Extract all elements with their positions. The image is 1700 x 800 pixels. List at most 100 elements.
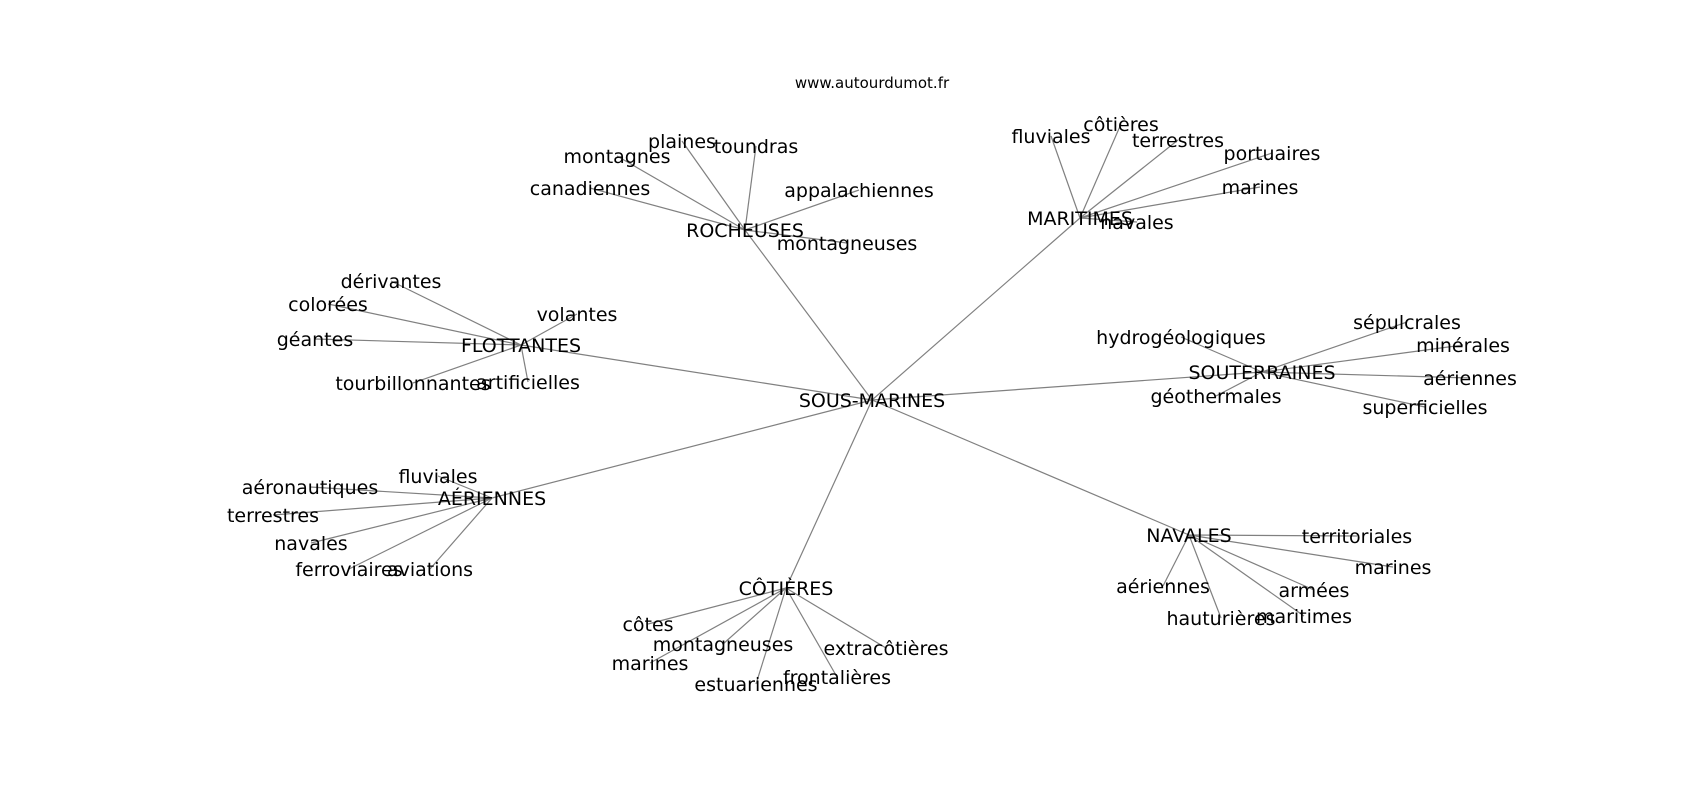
edge-souterraines-leaf (1261, 321, 1408, 373)
leaf-node[interactable]: aéronautiques (242, 477, 379, 499)
edge-maritimes-leaf (1079, 152, 1273, 219)
leaf-node[interactable]: colorées (288, 294, 368, 316)
leaf-node[interactable]: montagneuses (653, 634, 794, 656)
leaf-node[interactable]: aériennes (1423, 368, 1517, 390)
edge-center-navales (871, 399, 1190, 536)
leaf-node[interactable]: ferroviaires (295, 559, 402, 581)
edge-rocheuses-leaf (744, 145, 757, 231)
edge-center-cotieres (785, 399, 873, 589)
edge-maritimes-leaf (1079, 139, 1179, 219)
leaf-node[interactable]: territoriales (1302, 526, 1412, 548)
edge-maritimes-leaf (1079, 186, 1261, 219)
leaf-node[interactable]: appalachiennes (784, 180, 933, 202)
edge-rocheuses-leaf (681, 140, 746, 231)
cluster-node-maritimes[interactable]: MARITIMES (1027, 208, 1133, 230)
cluster-node-cotieres[interactable]: CÔTIÈRES (739, 576, 834, 600)
edge-aeriennes-leaf (309, 486, 493, 499)
edge-cotieres-leaf (649, 587, 787, 664)
leaf-node[interactable]: hauturières (1167, 608, 1276, 630)
edge-rocheuses-leaf (589, 187, 746, 231)
edge-souterraines-leaf (1180, 336, 1263, 373)
edge-navales-leaf (1162, 534, 1190, 587)
leaf-node[interactable]: armées (1279, 580, 1350, 602)
leaf-node[interactable]: marines (1222, 177, 1299, 199)
leaf-node[interactable]: portuaires (1224, 143, 1321, 165)
leaf-node[interactable]: côtières (1083, 114, 1158, 136)
leaf-node[interactable]: navales (1100, 212, 1173, 234)
graph-edges (272, 123, 1471, 685)
leaf-node[interactable]: sépulcrales (1353, 312, 1461, 334)
edge-cotieres-leaf (785, 587, 838, 678)
edge-center-aeriennes (491, 399, 873, 499)
center-node[interactable]: SOUS-MARINES (799, 390, 945, 412)
edge-maritimes-leaf (1079, 217, 1138, 223)
edge-rocheuses-leaf (744, 189, 860, 231)
leaf-node[interactable]: artificielles (476, 372, 580, 394)
cluster-node-flottantes[interactable]: FLOTTANTES (461, 335, 581, 357)
leaf-node[interactable]: navales (274, 533, 347, 555)
edge-center-flottantes (520, 344, 873, 401)
leaf-node[interactable]: tourbillonnantes (335, 373, 490, 395)
leaf-node[interactable]: superficielles (1362, 397, 1487, 419)
leaf-node[interactable]: fluviales (398, 466, 477, 488)
edge-navales-leaf (1188, 534, 1305, 617)
leaf-node[interactable]: marines (612, 653, 689, 675)
edge-souterraines-leaf (1261, 344, 1464, 373)
leaf-node[interactable]: fluviales (1011, 126, 1090, 148)
edge-flottantes-leaf (314, 338, 522, 346)
edge-aeriennes-leaf (429, 497, 493, 570)
edge-flottantes-leaf (327, 303, 522, 346)
leaf-node[interactable]: terrestres (1132, 130, 1224, 152)
edge-rocheuses-leaf (616, 155, 746, 231)
edge-navales-leaf (1188, 534, 1315, 591)
edge-navales-leaf (1188, 534, 1222, 619)
leaf-node[interactable]: canadiennes (530, 178, 650, 200)
cluster-node-souterraines[interactable]: SOUTERRAINES (1188, 362, 1335, 384)
edge-center-rocheuses (744, 229, 873, 401)
edge-flottantes-leaf (412, 344, 522, 384)
leaf-node[interactable]: extracôtières (824, 638, 949, 660)
edge-maritimes-leaf (1079, 123, 1122, 219)
leaf-node[interactable]: montagneuses (777, 233, 918, 255)
cluster-node-rocheuses[interactable]: ROCHEUSES (686, 220, 804, 242)
leaf-node[interactable]: frontalières (783, 667, 891, 689)
leaf-node[interactable]: toundras (714, 136, 799, 158)
leaf-node[interactable]: terrestres (227, 505, 319, 527)
leaf-node[interactable]: marines (1355, 557, 1432, 579)
edge-cotieres-leaf (722, 587, 787, 645)
edge-cotieres-leaf (755, 587, 787, 685)
leaf-node[interactable]: dérivantes (341, 271, 442, 293)
edge-souterraines-leaf (1215, 371, 1263, 397)
leaf-node[interactable]: maritimes (1256, 606, 1352, 628)
edge-flottantes-leaf (390, 280, 522, 346)
edge-aeriennes-leaf (272, 497, 493, 516)
edge-flottantes-leaf (520, 313, 578, 346)
edge-cotieres-leaf (647, 587, 787, 625)
cluster-node-navales[interactable]: NAVALES (1146, 525, 1231, 547)
edge-rocheuses-leaf (744, 229, 848, 244)
edge-center-maritimes (871, 217, 1081, 401)
leaf-node[interactable]: côtes (622, 614, 673, 636)
source-site-label: www.autourdumot.fr (795, 74, 950, 92)
leaf-node[interactable]: géantes (277, 329, 353, 351)
leaf-node[interactable]: géothermales (1150, 386, 1281, 408)
leaf-node[interactable]: hydrogéologiques (1096, 327, 1266, 349)
edge-aeriennes-leaf (310, 497, 493, 544)
cluster-node-aeriennes[interactable]: AÉRIENNES (438, 487, 546, 510)
leaf-node[interactable]: aériennes (1116, 576, 1210, 598)
leaf-node[interactable]: volantes (537, 304, 618, 326)
edge-souterraines-leaf (1261, 371, 1471, 379)
edge-aeriennes-leaf (348, 497, 493, 570)
leaf-node[interactable]: minérales (1416, 335, 1510, 357)
leaf-node[interactable]: montagnes (564, 146, 671, 168)
edge-cotieres-leaf (785, 587, 887, 649)
leaf-node[interactable]: estuariennes (694, 674, 817, 696)
leaf-node[interactable]: plaines (648, 131, 716, 153)
edge-center-souterraines (871, 371, 1263, 401)
edge-navales-leaf (1188, 534, 1394, 568)
edge-navales-leaf (1188, 534, 1358, 537)
edge-aeriennes-leaf (437, 475, 493, 499)
leaf-node[interactable]: aviations (387, 559, 473, 581)
